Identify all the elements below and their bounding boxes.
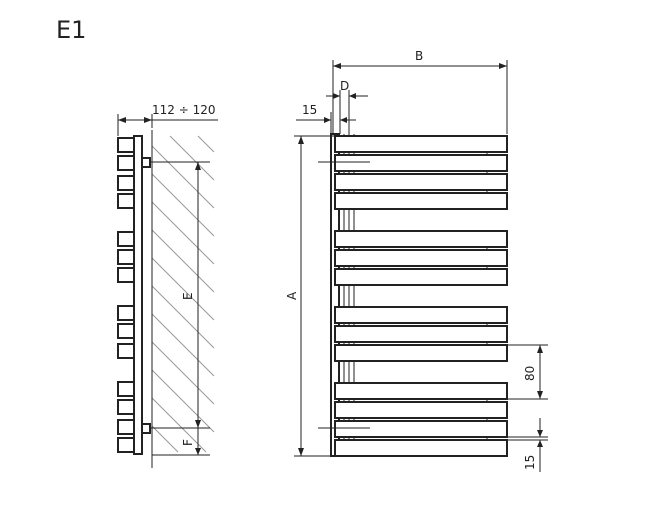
bottom-gap-label: 15 [523,455,537,470]
top-bracket [141,157,151,168]
width-label: B [415,49,423,63]
side-fins [117,137,135,453]
diagram-title: E1 [56,16,87,44]
wall-hatching [151,135,215,453]
wall-offset-label: 15 [302,103,317,117]
height-label: A [285,291,299,300]
front-fins [334,135,508,457]
bottom-label: F [181,439,195,446]
gap-label: 80 [523,366,537,381]
side-collector [133,135,143,455]
side-view: 112 ÷ 120 E F [117,103,218,468]
bottom-bracket [141,423,151,434]
depth-label: 112 ÷ 120 [152,103,216,117]
pipe-label: D [340,79,349,93]
spacing-label: E [181,292,195,300]
front-view: B D 15 A 80 15 [285,49,548,472]
